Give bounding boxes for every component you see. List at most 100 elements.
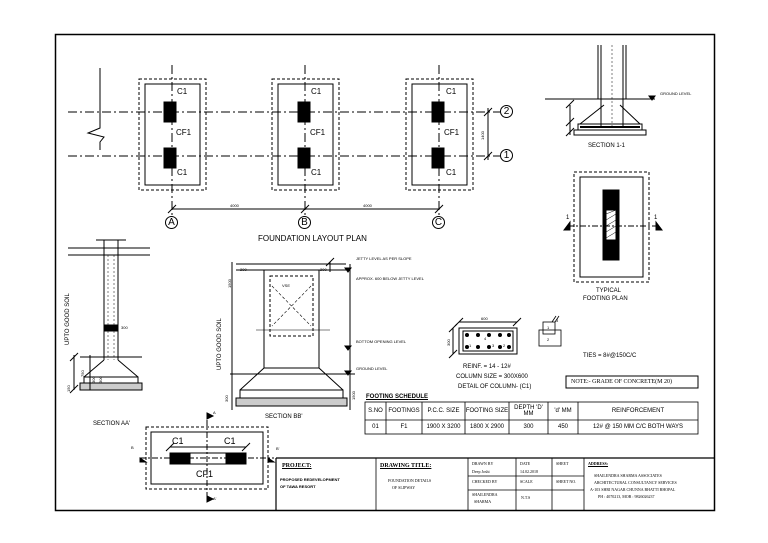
- checked-by: SHARMA: [474, 499, 492, 504]
- level-note: BOTTOM OPENING LEVEL: [356, 339, 407, 344]
- column-size-text: COLUMN SIZE = 300X600: [456, 374, 528, 380]
- column-label: C1: [311, 168, 322, 177]
- tie-number: 1: [547, 325, 550, 330]
- footing-label: CF1: [310, 128, 326, 137]
- tie-number: 3: [556, 318, 559, 323]
- column-detail-title: DETAIL OF COLUMN- (C1): [458, 384, 532, 390]
- section-marker: A: [213, 410, 216, 415]
- schedule-cell: 300: [523, 423, 534, 430]
- address-label: ADDRESS:: [588, 461, 609, 466]
- drawing-title: OF SLIPWAY: [392, 485, 416, 490]
- grid-bubble-a: A: [165, 216, 178, 229]
- typical-footing-plan: [563, 171, 663, 283]
- dimension-label: 1400: [480, 131, 485, 140]
- sheet-no-label: SHEET NO.: [556, 479, 577, 484]
- grid-bubble-b: B: [298, 216, 311, 229]
- project-name: OF TAWA RESORT: [280, 484, 316, 489]
- footing-schedule-table: [364, 401, 699, 435]
- typical-title: TYPICAL: [596, 288, 622, 294]
- bar-number: 2: [503, 343, 506, 348]
- drawing-title-label: DRAWING TITLE:: [380, 463, 432, 469]
- footing-b: [271, 78, 340, 191]
- key-plan: [139, 412, 276, 503]
- schedule-header: DEPTH 'D' MM: [514, 404, 543, 417]
- footing-label: CF1: [444, 128, 460, 137]
- schedule-cell: 1900 X 3200: [426, 423, 461, 430]
- schedule-title: FOOTING SCHEDULE: [366, 394, 429, 400]
- firm-name: SHAILENDRA SHARMA ASSOCIATES: [594, 473, 662, 478]
- schedule-header: 'd' MM: [554, 407, 572, 414]
- project-name: PROPOSED REDEVELOPMENT: [280, 477, 340, 482]
- title-block: [275, 457, 714, 510]
- section-1-1-title: SECTION 1-1: [588, 143, 626, 149]
- column-label: C1: [177, 168, 188, 177]
- schedule-header: FOOTING SIZE: [465, 407, 509, 414]
- schedule-cell: 450: [557, 423, 568, 430]
- sheet-label: SHEET: [556, 461, 569, 466]
- section-marker: 1: [566, 215, 570, 221]
- bar-number: 3: [492, 343, 495, 348]
- dimension-label: 600: [481, 316, 488, 321]
- level-note: JETTY LEVEL AS PER SLOPE: [356, 256, 412, 261]
- section-aa: [68, 239, 150, 394]
- dimension-label: 300: [446, 339, 451, 346]
- bar-number: 4: [484, 336, 487, 341]
- schedule-cell: 01: [372, 423, 379, 430]
- section-bb-title: SECTION BB': [265, 414, 303, 420]
- dimension-label: 300: [98, 376, 103, 383]
- note-box: [565, 375, 699, 389]
- column-label: C1: [311, 87, 322, 96]
- foundation-layout-plan: [68, 65, 500, 215]
- scale-value: N.T.S: [521, 495, 531, 500]
- drawn-by: Deep Joshi: [472, 469, 490, 474]
- section-marker: A': [213, 496, 217, 501]
- drawing-title: FOUNDATION DETAILS: [388, 478, 432, 483]
- schedule-cell: 12# @ 150 MM C/C BOTH WAYS: [592, 423, 684, 430]
- sheet-border: [54, 33, 716, 512]
- schedule-cell: F1: [400, 423, 408, 430]
- section-1-1: [545, 45, 656, 137]
- dimension-label: 300: [224, 395, 229, 402]
- firm-subtitle: ARCHITECTURAL CONSULTANCY SERVICES: [594, 480, 677, 485]
- column-detail: [448, 315, 562, 359]
- ground-level-label: GROUND LEVEL: [660, 91, 692, 96]
- level-note: APPROX. 600 BELOW JETTY LEVEL: [356, 276, 424, 281]
- dimension-label: 300: [121, 325, 128, 330]
- section-marker: B': [276, 446, 280, 451]
- ties-text: TIES = 8#@150C/C: [583, 353, 637, 359]
- level-note: GROUND LEVEL: [356, 366, 388, 371]
- schedule-header: S.NO: [368, 407, 383, 414]
- checked-by: SHAILENDRA: [472, 492, 498, 497]
- section-bb: [230, 257, 355, 410]
- concrete-grade-note: NOTE:- GRADE OF CONCRETE(M 20): [571, 379, 672, 385]
- grid-bubble-c: C: [432, 216, 445, 229]
- project-label: PROJECT:: [282, 463, 312, 469]
- tie-number: 2: [547, 337, 550, 342]
- checked-by-label: CHECKED BY: [472, 479, 498, 484]
- dimension-label: 150: [66, 385, 71, 392]
- column-label: C1: [446, 168, 457, 177]
- column-label: C1: [172, 436, 184, 446]
- column-label: C1: [446, 87, 457, 96]
- firm-phone: PH : 4070213, MOB : 9826026237: [598, 494, 655, 499]
- grid-bubble-2: 2: [500, 105, 513, 118]
- bar-number: 1: [469, 343, 472, 348]
- footing-a: [138, 78, 207, 191]
- footing-c: [405, 78, 474, 191]
- dimension-label: 4000: [230, 203, 239, 208]
- dimension-label: 4000: [363, 203, 372, 208]
- footing-label: CF1: [176, 128, 192, 137]
- footing-label: CF1: [196, 469, 214, 479]
- dimension-label: 200: [240, 267, 247, 272]
- schedule-cell: 1800 X 2900: [469, 423, 505, 430]
- vse-label: VSE: [282, 283, 291, 288]
- good-soil-label: UPTO GOOD SOIL: [65, 293, 71, 345]
- dimension-label: 1500: [227, 279, 232, 288]
- scale-label: SCALE: [520, 479, 533, 484]
- reinf-text: REINF. = 14 - 12#: [463, 364, 511, 370]
- drawn-by-label: DRAWN BY: [472, 461, 494, 466]
- date-value: 14.02.2018: [520, 469, 538, 474]
- plan-title: FOUNDATION LAYOUT PLAN: [258, 234, 367, 243]
